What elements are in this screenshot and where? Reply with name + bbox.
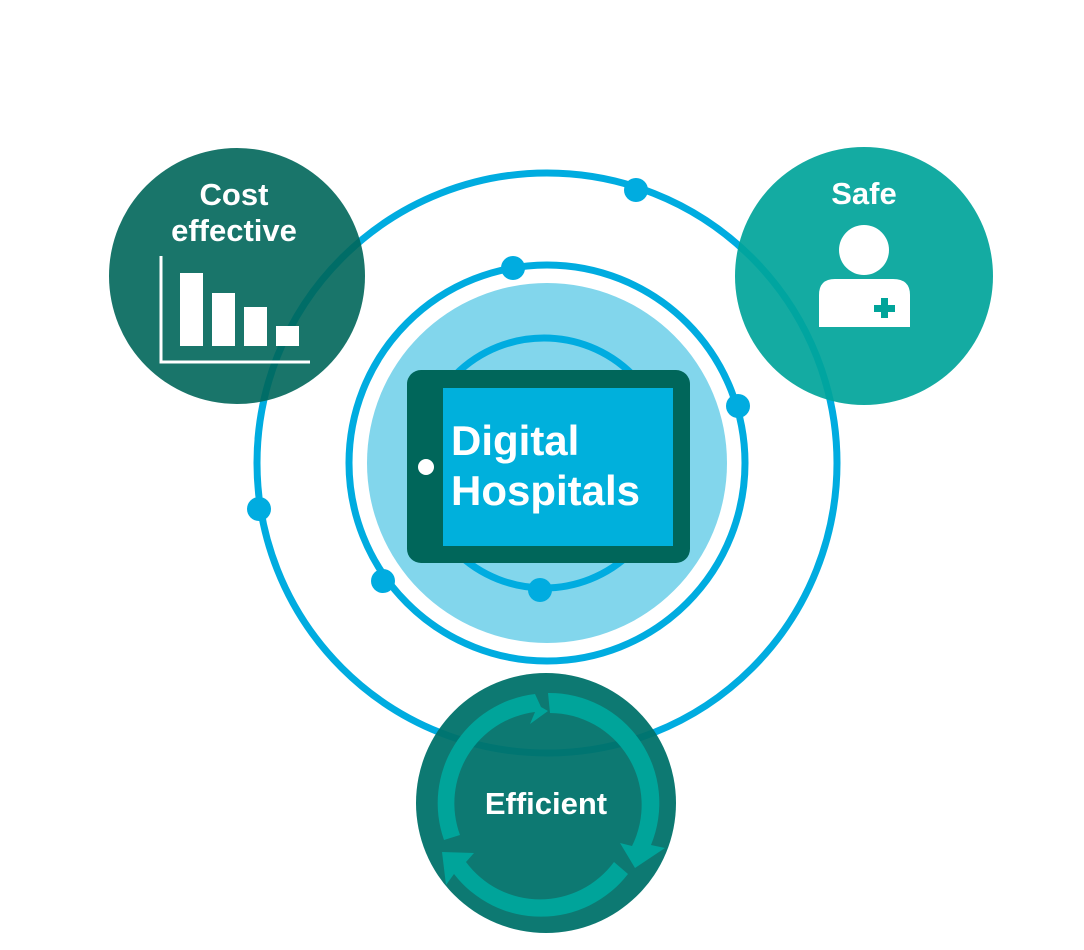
cost-effective-label-line1: Cost [200,177,269,212]
bar-chart-axes [159,256,310,364]
safe-circle [735,147,993,405]
clinician-icon [819,225,910,327]
center-title-line2: Hospitals [451,467,640,514]
safe-label: Safe [831,176,896,211]
bar-chart-bar [276,326,299,346]
cycle-arrow-right [548,692,665,868]
node-efficient: Efficient [416,673,676,933]
cost-effective-circle [109,148,365,404]
medical-cross-bar [874,305,895,312]
orbit-dot [726,394,750,418]
node-safe: Safe [735,147,993,405]
bar-chart-icon [159,256,310,364]
center-title-line1: Digital [451,417,579,464]
tablet-home-button [418,459,434,475]
orbit-dot [501,256,525,280]
cost-effective-label-line2: effective [171,213,297,248]
tablet-screen [443,388,673,546]
bar-chart-bar [244,307,267,346]
efficient-label: Efficient [485,786,607,821]
node-cost-effective: Cost effective [109,148,365,404]
bar-chart-bar [212,293,235,346]
bar-chart-bar [180,273,203,346]
orbit-dot [624,178,648,202]
tablet-icon: Digital Hospitals [407,370,690,563]
orbit-dots [247,178,750,602]
clinician-body [819,279,910,327]
orbit-dot [371,569,395,593]
cycle-arrow-bottom [442,852,628,917]
cycle-arrows-icon [437,692,665,917]
orbit-dot [247,497,271,521]
orbit-dot [528,578,552,602]
middle-orbit-ring [345,261,749,665]
clinician-head [839,225,889,275]
cycle-arrow-left [437,694,548,840]
